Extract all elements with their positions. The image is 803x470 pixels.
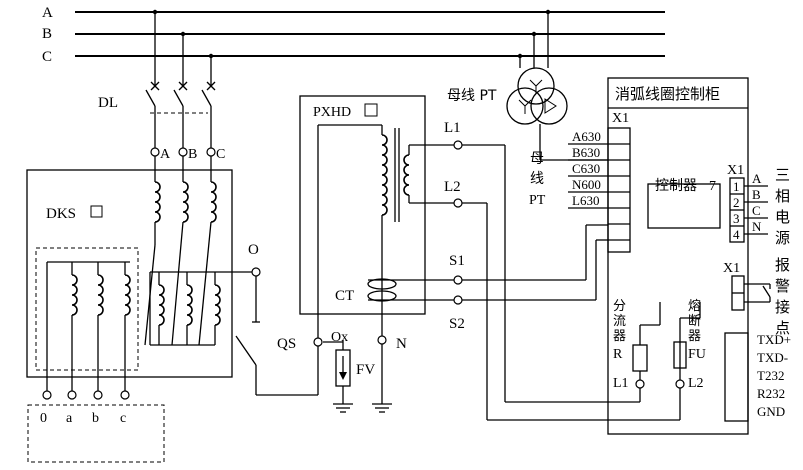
dl-term-c: C (216, 147, 225, 162)
tp-b: B (752, 187, 761, 202)
dks-transformer: DKS (26, 156, 255, 463)
tp-label-0: 三 (775, 166, 790, 184)
tp-label-3: 源 (775, 229, 790, 247)
qs-label: QS (277, 336, 296, 352)
muxian-0: 母 (530, 151, 544, 167)
n-label: N (396, 336, 407, 352)
busbars: A B C (42, 5, 665, 65)
dl-term-a: A (160, 147, 171, 162)
l2-label: L2 (444, 179, 461, 195)
dks-label: DKS (46, 206, 76, 222)
resistor-r: R (613, 347, 623, 362)
tp-c: C (752, 203, 761, 218)
l1-label: L1 (444, 120, 461, 136)
pt-tap-4: L630 (572, 193, 599, 208)
tp-num-1: 1 (733, 179, 740, 194)
s1-label: S1 (449, 253, 465, 269)
dl-label: DL (98, 95, 118, 111)
dks-out-c: c (120, 411, 126, 426)
resistor-label-0: 分 (613, 299, 626, 314)
bottom-l2: L2 (688, 376, 704, 391)
serial-3: R232 (757, 386, 785, 401)
dks-box (90, 205, 103, 218)
alarm-label-0: 报 (775, 256, 790, 274)
resistor-label-2: 器 (613, 329, 626, 344)
bus-label-a: A (42, 5, 53, 21)
pt-tap-1: B630 (572, 145, 600, 160)
ox-label: Ox (331, 330, 348, 345)
serial-2: T232 (757, 368, 784, 383)
dks-out-b: b (92, 411, 99, 426)
serial-0: TXD+ (757, 332, 791, 347)
bus-label-b: B (42, 26, 52, 42)
dks-out-0: 0 (40, 411, 47, 426)
serial-1: TXD- (757, 350, 788, 365)
tp-a: A (752, 171, 762, 186)
tp-num-3: 3 (733, 211, 740, 226)
tp-label-2: 电 (775, 208, 790, 226)
bus-label-c: C (42, 49, 52, 65)
control-cabinet: 消弧线圈控制柜 X1 A630 B630 C630 N600 L630 控制器 … (568, 77, 791, 435)
ct-label: CT (335, 288, 354, 304)
pxhd-box (364, 103, 378, 117)
resistor-label-1: 流 (613, 314, 626, 329)
tp-num-4: 4 (733, 227, 740, 242)
muxian-1: 线 (530, 171, 544, 187)
cabinet-title: 消弧线圈控制柜 (615, 85, 720, 103)
tp-label-1: 相 (775, 187, 790, 205)
pt-tap-3: N600 (572, 177, 601, 192)
x1-left: X1 (612, 111, 629, 126)
s2-label: S2 (449, 316, 465, 332)
fuse-label-0: 熔 (688, 299, 701, 314)
fv-label: FV (356, 362, 375, 378)
dl-term-b: B (188, 147, 197, 162)
controller-label: 控制器 (655, 178, 697, 194)
serial-4: GND (757, 404, 785, 419)
muxian-2: PT (529, 193, 546, 208)
controller-num: 7 (709, 179, 716, 194)
pt-tap-0: A630 (572, 129, 601, 144)
signal-terminals: L1 L2 S1 S2 (444, 120, 680, 421)
dl-breaker: DL A B C (98, 12, 225, 162)
pxhd-coil: PXHD CT Ox N F (299, 95, 454, 413)
x1-right: X1 (727, 163, 744, 178)
fuse-fu: FU (688, 347, 706, 362)
bottom-l1: L1 (613, 376, 629, 391)
fuse-label-1: 断 (688, 314, 701, 329)
neutral-and-qs: O QS (235, 242, 319, 396)
alarm-label-1: 警 (775, 277, 790, 295)
x1-alarm: X1 (723, 261, 740, 276)
bus-pt-label: 母线 PT (447, 88, 497, 104)
pxhd-label: PXHD (313, 105, 351, 120)
dks-out-a: a (66, 411, 73, 426)
alarm-label-3: 点 (775, 319, 790, 337)
alarm-label-2: 接 (775, 298, 790, 316)
pt-tap-2: C630 (572, 161, 600, 176)
fuse-label-2: 器 (688, 329, 701, 344)
tp-num-2: 2 (733, 195, 740, 210)
tp-n: N (752, 219, 762, 234)
o-label: O (248, 242, 259, 258)
